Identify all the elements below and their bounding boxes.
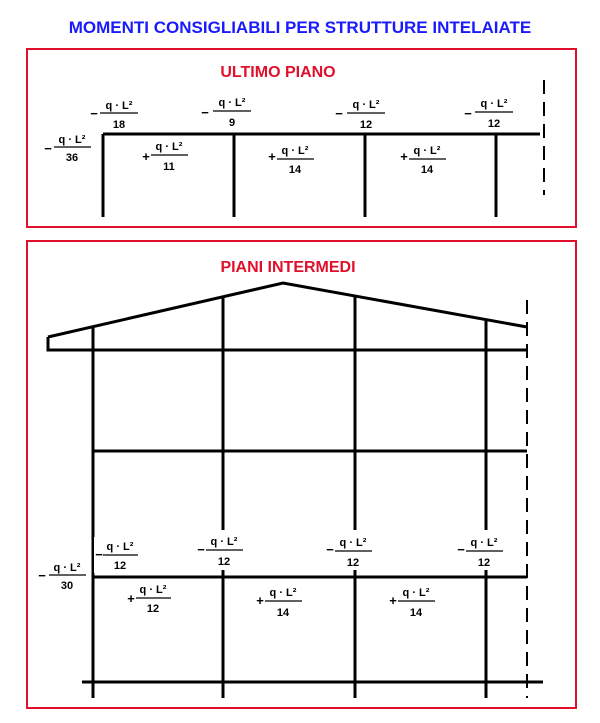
bottom-moment-support-2: − q · L² 12: [195, 530, 245, 570]
top-moment-span-3: + q · L² 14: [400, 145, 446, 176]
moment-numerator: q · L²: [106, 100, 133, 112]
moment-denominator: 36: [66, 152, 78, 164]
moment-sign: +: [127, 591, 135, 606]
moment-sign: −: [457, 542, 465, 557]
top-moment-support-3: − q · L² 12: [335, 99, 385, 131]
moment-denominator: 12: [114, 560, 126, 572]
moment-sign: +: [268, 149, 276, 164]
label-mask: [455, 530, 505, 570]
moment-numerator: q · L²: [282, 145, 309, 157]
bottom-moment-support-1: − q · L² 12: [94, 537, 140, 573]
moment-denominator: 11: [163, 161, 175, 173]
moment-denominator: 14: [277, 607, 290, 619]
bottom-moment-support-4: − q · L² 12: [455, 530, 505, 570]
bottom-moment-span-1: + q · L² 12: [127, 584, 171, 615]
bottom-moment-support-3: − q · L² 12: [324, 530, 376, 570]
moment-numerator: q · L²: [219, 97, 246, 109]
top-moment-support-4: − q · L² 12: [464, 98, 513, 130]
moment-denominator: 18: [113, 119, 125, 131]
moment-sign: −: [201, 105, 209, 120]
moment-denominator: 14: [421, 164, 434, 176]
moment-denominator: 12: [147, 603, 159, 615]
bottom-moment-end-outer: − q · L² 30: [38, 562, 86, 592]
moment-numerator: q · L²: [353, 99, 380, 111]
moment-sign: −: [197, 542, 205, 557]
moment-sign: −: [95, 547, 103, 562]
bottom-moment-span-3: + q · L² 14: [389, 587, 435, 619]
moment-denominator: 30: [61, 580, 73, 592]
moment-numerator: q · L²: [481, 98, 508, 110]
moment-denominator: 12: [360, 119, 372, 131]
label-mask: [324, 530, 376, 570]
moment-sign: +: [389, 593, 397, 608]
moment-sign: +: [256, 593, 264, 608]
bottom-moment-span-2: + q · L² 14: [256, 587, 302, 619]
moment-numerator: q · L²: [471, 537, 498, 549]
moment-denominator: 9: [229, 117, 235, 129]
moment-denominator: 12: [478, 557, 490, 569]
moment-sign: −: [326, 542, 334, 557]
moment-numerator: q · L²: [340, 537, 367, 549]
roof-line: [47, 281, 528, 339]
moment-denominator: 14: [289, 164, 302, 176]
top-moment-span-1: + q · L² 11: [142, 141, 188, 173]
moment-numerator: q · L²: [107, 541, 134, 553]
moment-numerator: q · L²: [156, 141, 183, 153]
moment-numerator: q · L²: [59, 134, 86, 146]
top-frame: [101, 80, 545, 217]
moment-denominator: 12: [218, 556, 230, 568]
moment-denominator: 12: [347, 557, 359, 569]
moment-sign: −: [464, 106, 472, 121]
main-title: MOMENTI CONSIGLIABILI PER STRUTTURE INTE…: [69, 18, 531, 37]
moment-numerator: q · L²: [270, 587, 297, 599]
moment-sign: −: [335, 106, 343, 121]
moment-sign: −: [44, 141, 52, 156]
top-panel-border: [26, 48, 577, 228]
moment-numerator: q · L²: [414, 145, 441, 157]
moment-denominator: 12: [488, 118, 500, 130]
roof-eave: [46, 337, 527, 352]
moment-numerator: q · L²: [54, 562, 81, 574]
moment-denominator: 14: [410, 607, 423, 619]
moment-numerator: q · L²: [140, 584, 167, 596]
moment-sign: −: [90, 106, 98, 121]
bottom-panel-border: [26, 240, 577, 709]
bottom-panel-title: PIANI INTERMEDI: [220, 259, 355, 276]
top-moment-support-2: − q · L² 9: [201, 97, 251, 129]
top-moment-support-1: − q · L² 18: [90, 100, 138, 131]
top-moment-span-2: + q · L² 14: [268, 145, 314, 176]
moment-numerator: q · L²: [403, 587, 430, 599]
moment-sign: +: [400, 149, 408, 164]
moment-sign: −: [38, 568, 46, 583]
moment-numerator: q · L²: [211, 536, 238, 548]
top-panel-title: ULTIMO PIANO: [220, 64, 335, 81]
top-moment-end-outer: − q · L² 36: [44, 134, 91, 164]
moment-sign: +: [142, 149, 150, 164]
bottom-frame: [46, 281, 543, 698]
